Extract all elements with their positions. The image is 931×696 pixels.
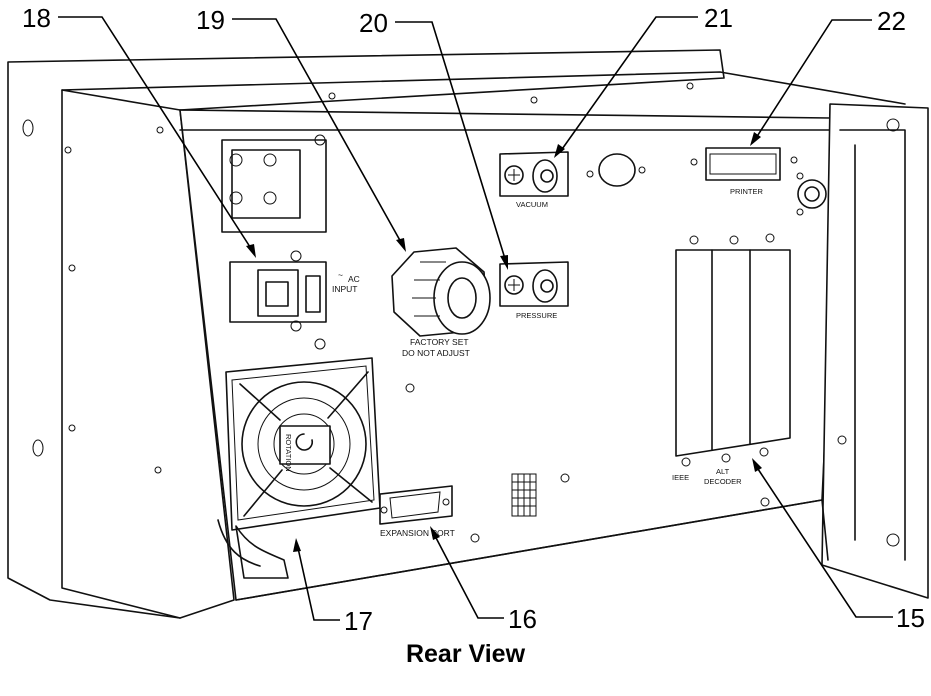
callouts: 18 19 20 21 22 17 16 15 [22,3,925,636]
alt-decoder-label-1: ALT [716,467,730,476]
vacuum-label: VACUUM [516,200,548,209]
callout-17: 17 [344,606,373,636]
ac-input-label-2: INPUT [332,284,358,294]
ac-input-module: ~ AC INPUT [221,134,360,350]
callout-21: 21 [704,3,733,33]
pressure-regulator-knob: FACTORY SET DO NOT ADJUST [391,247,491,358]
leader-lines [58,16,893,621]
expansion-port: EXPANSION PORT [379,473,537,538]
callout-20: 20 [359,8,388,38]
ac-input-label-1: AC [348,274,360,284]
tilde-icon: ~ [338,270,343,280]
alt-decoder-label-2: DECODER [704,477,742,486]
pressure-label: PRESSURE [516,311,557,320]
factory-set-label-2: DO NOT ADJUST [402,348,470,358]
callout-22: 22 [877,6,906,36]
callout-18: 18 [22,3,51,33]
printer-port: PRINTER [690,147,827,216]
callout-19: 19 [196,5,225,35]
factory-set-label-1: FACTORY SET [410,337,469,347]
printer-label: PRINTER [730,187,764,196]
vacuum-port: VACUUM [499,151,646,209]
option-slots: IEEE ALT DECODER [672,233,791,486]
rotation-label: ROTATION [284,434,293,472]
cooling-fan: ROTATION [217,357,381,579]
ieee-label: IEEE [672,473,689,482]
clockwise-arrow-icon [295,433,314,451]
figure-caption: Rear View [405,640,526,668]
callout-16: 16 [508,604,537,634]
expansion-port-label: EXPANSION PORT [380,528,455,538]
callout-15: 15 [896,603,925,633]
pressure-port: PRESSURE [499,261,569,320]
